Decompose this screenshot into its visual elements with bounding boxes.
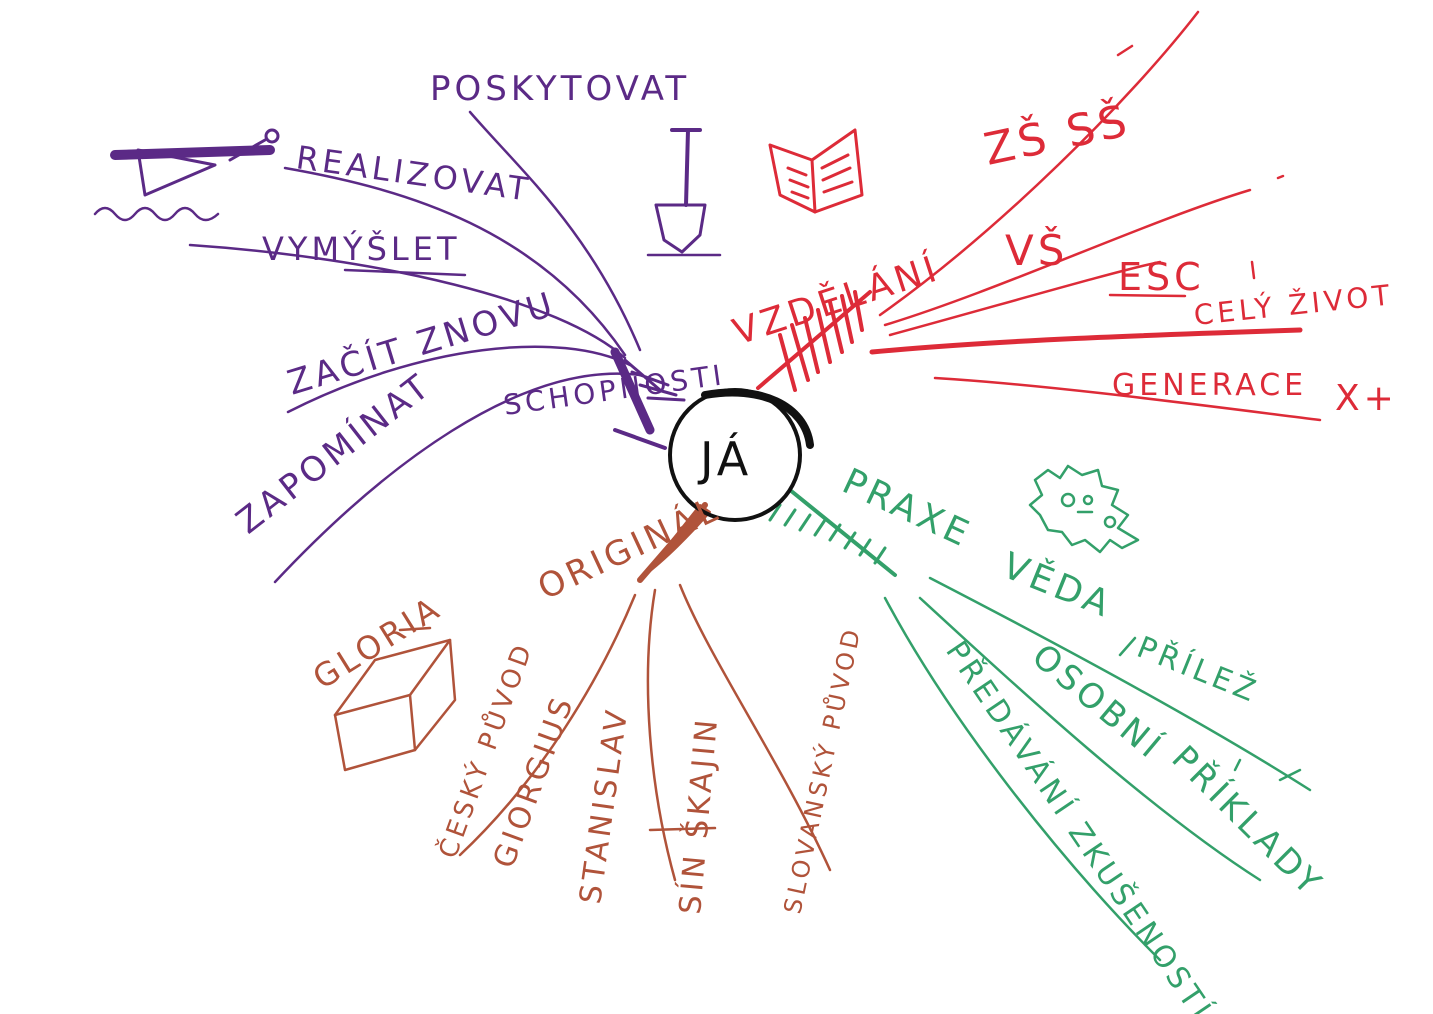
slovansky-puvod-label: SLOVANSKÝ PŮVOD xyxy=(777,623,867,916)
esc-underline xyxy=(1108,293,1187,298)
cely-zivot-tick xyxy=(1250,260,1256,280)
zs-ss-tick xyxy=(1116,44,1134,57)
vzdelani-label: VZDĚLÁNÍ xyxy=(728,247,945,353)
cube-icon xyxy=(333,626,457,772)
original-label: ORIGINÁL xyxy=(531,488,726,608)
esc-line xyxy=(888,260,1162,337)
green-main-hatch xyxy=(768,503,887,565)
cely-zivot-label: CELÝ ŽIVOT xyxy=(1192,277,1395,332)
zapominat-line xyxy=(273,372,642,584)
misc-line xyxy=(1276,174,1285,180)
sin-skajin-label: SÍN ŠKAJIN xyxy=(671,715,725,916)
green-branch xyxy=(768,464,1312,962)
vymyslet-label: VYMÝŠLET xyxy=(262,229,461,268)
sin-skajin-underline xyxy=(648,826,717,832)
osobni-line xyxy=(918,596,1262,882)
predavani-line xyxy=(883,596,1162,962)
vymyslet-line xyxy=(188,243,627,360)
prilez-ticks xyxy=(1118,636,1302,782)
stanislav-label: STANISLAV xyxy=(573,705,635,906)
priklady-label: PŘÍKLADY xyxy=(1164,737,1332,905)
poskytovat-label: POSKYTOVAT xyxy=(430,69,690,109)
center-node xyxy=(668,388,814,522)
zs-ss-line xyxy=(878,10,1200,317)
purple-main-hatch xyxy=(623,358,686,402)
realizovat-line xyxy=(283,166,627,357)
vymyslet-underline xyxy=(343,268,467,277)
zacit-znovu-line xyxy=(286,345,632,414)
red-main-line xyxy=(756,290,872,390)
vs-label: VŠ xyxy=(1005,225,1068,275)
cesky-puvod-line xyxy=(458,593,637,857)
red-branch xyxy=(756,10,1322,422)
esc-label: ESC xyxy=(1118,255,1205,299)
boat-icon xyxy=(93,128,280,222)
vs-line xyxy=(883,188,1252,327)
generace-line xyxy=(933,376,1322,422)
virus-icon xyxy=(1028,464,1140,554)
purple-main-line xyxy=(610,347,655,435)
center-circle-shadow xyxy=(701,388,814,449)
red-main-hatch xyxy=(778,290,864,392)
brown-main-fill xyxy=(644,504,711,576)
slovansky-puvod-line xyxy=(678,583,832,872)
veda-line xyxy=(928,576,1312,792)
book-icon xyxy=(768,128,864,214)
poskytovat-line xyxy=(468,110,642,352)
realizovat-label: REALIZOVAT xyxy=(294,138,534,209)
zs-ss-label: ZŠ SŠ xyxy=(979,93,1135,176)
stanislav-line xyxy=(646,588,677,882)
schopnosti-label: SCHOPNOSTI xyxy=(501,358,727,422)
prilez-label: PŘÍLEŽ xyxy=(1132,629,1264,710)
schopnosti-arrow xyxy=(613,428,667,450)
x-plus-label: X+ xyxy=(1335,378,1398,419)
purple-branch xyxy=(93,110,722,584)
cely-zivot-line xyxy=(869,327,1303,355)
shovel-icon xyxy=(646,128,722,257)
center-label: JÁ xyxy=(697,432,752,486)
generace-label: GENERACE xyxy=(1112,368,1307,403)
praxe-label: PRAXE xyxy=(836,461,978,556)
gloria-label: GLORIA xyxy=(306,588,448,697)
brown-branch xyxy=(333,502,832,882)
veda-label: VĚDA xyxy=(997,544,1119,626)
